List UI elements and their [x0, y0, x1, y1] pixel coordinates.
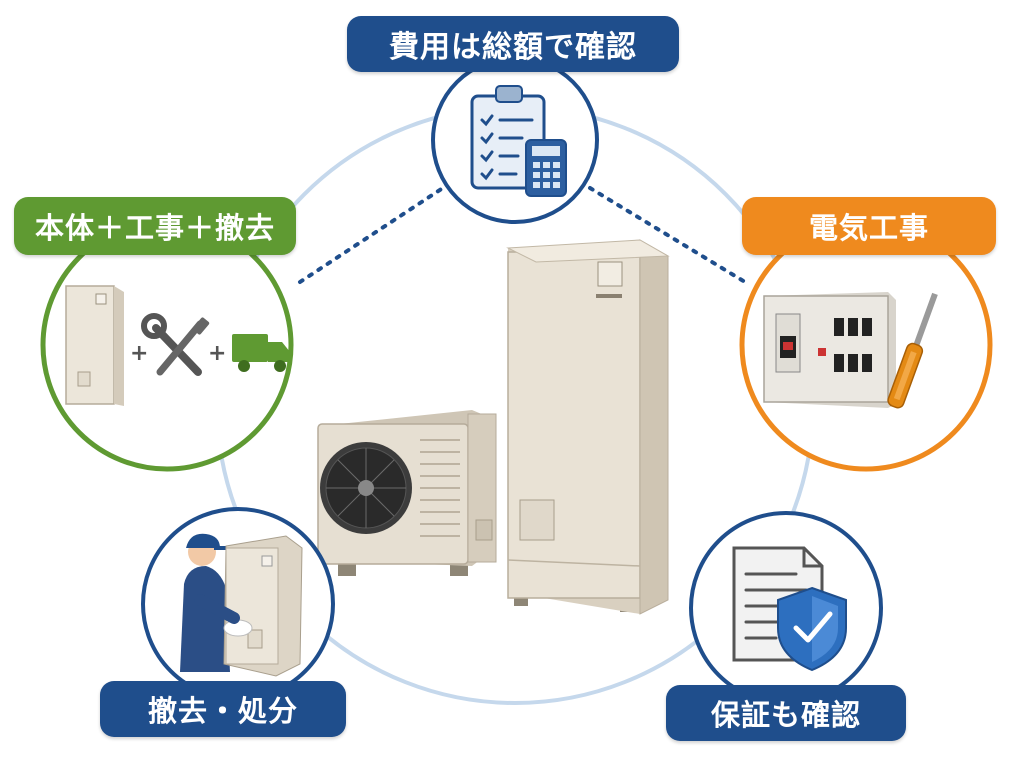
warranty-label-text: 保証も確認	[710, 698, 861, 732]
document-shield-icon	[732, 546, 847, 672]
electrical-label: 電気工事	[742, 197, 996, 255]
clipboard-calculator-icon	[470, 85, 567, 197]
water-heater-tools-truck-icon: + +	[65, 285, 290, 406]
dotted-connector-left	[298, 178, 457, 284]
removal-label-text: 撤去・処分	[147, 694, 298, 728]
cost-total-label-text: 費用は総額で確認	[389, 30, 637, 65]
package-label: 本体＋工事＋撤去	[14, 197, 296, 255]
cost-total-label: 費用は総額で確認	[347, 16, 679, 72]
svg-text:+: +	[208, 341, 226, 366]
worker-carrying-unit-icon	[180, 533, 303, 677]
package-label-text: 本体＋工事＋撤去	[34, 211, 275, 245]
removal-label: 撤去・処分	[100, 681, 346, 737]
breaker-panel-screwdriver-icon	[763, 292, 938, 409]
dotted-connector-right	[588, 186, 747, 284]
heat-pump-outdoor-unit	[317, 410, 497, 576]
electrical-label-text: 電気工事	[808, 211, 929, 245]
warranty-label: 保証も確認	[666, 685, 906, 741]
svg-text:+: +	[130, 341, 148, 366]
heat-pump-storage-tank	[506, 239, 670, 615]
